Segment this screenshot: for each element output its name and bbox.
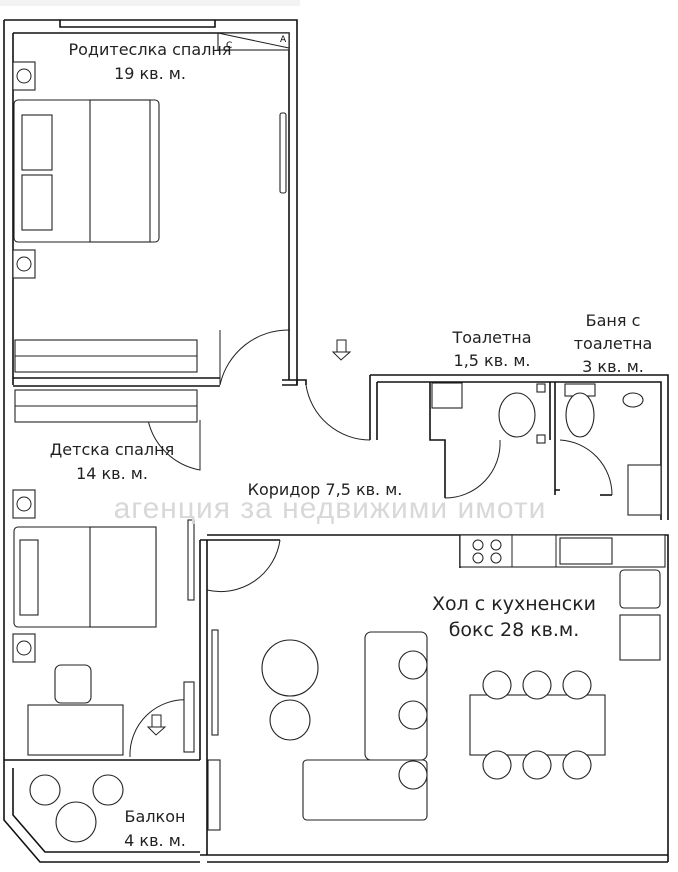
room-labels: Родитеслка спалня 19 кв. м. Детска спалн… — [50, 40, 652, 850]
bed-blanket — [89, 99, 151, 243]
room-master-bedroom-area: 19 кв. м. — [114, 64, 186, 83]
sofa-icon — [364, 631, 428, 761]
entrance-arrow-icon — [331, 339, 352, 361]
doors — [129, 329, 613, 758]
toilet-icon — [498, 392, 536, 438]
round-table-icon — [261, 639, 319, 697]
oven-icon — [619, 569, 661, 609]
pillow-icon — [19, 539, 39, 616]
nightstand-lamp-icon — [12, 61, 36, 91]
sink-icon — [622, 392, 644, 408]
room-toilet-area: 1,5 кв. м. — [454, 351, 531, 370]
tv-icon — [279, 112, 287, 194]
cabinet-icon — [207, 759, 221, 831]
chair-icon — [92, 774, 124, 806]
ac-label-a: A — [280, 35, 287, 45]
sink-icon — [431, 382, 463, 409]
desk-icon — [27, 704, 124, 756]
pillow-icon — [21, 114, 53, 171]
balcony-arrow-icon — [146, 714, 167, 736]
room-kids-bedroom-name: Детска спалня — [50, 440, 174, 459]
room-kids-bedroom-area: 14 кв. м. — [76, 464, 148, 483]
pillow-icon — [21, 174, 53, 231]
room-balcony-name: Балкон — [125, 807, 186, 826]
watermark: агенция за недвижими имоти — [114, 492, 547, 525]
furniture — [12, 61, 666, 843]
room-corridor-name: Коридор 7,5 кв. м. — [248, 480, 403, 499]
nightstand-lamp-icon — [12, 489, 36, 519]
toilet-icon — [565, 392, 595, 438]
chair-icon — [29, 774, 61, 806]
cabinet-icon — [183, 681, 195, 753]
dining-chairs — [482, 670, 592, 780]
dining-table-icon — [469, 694, 606, 756]
round-table-icon — [55, 801, 97, 843]
room-living-name: Хол с кухненски — [432, 593, 596, 615]
walls — [3, 19, 669, 863]
sofa-chaise-icon — [302, 759, 428, 821]
nightstand-lamp-icon — [12, 249, 36, 279]
tv-icon — [211, 629, 219, 736]
ac-label-c: C — [226, 41, 232, 51]
room-balcony-area: 4 кв. м. — [124, 831, 186, 850]
room-master-bedroom-name: Родитеслка спалня — [68, 40, 231, 59]
chair-icon — [54, 664, 92, 704]
room-living-area: бокс 28 кв.м. — [449, 619, 580, 641]
ac-unit: C A — [217, 32, 290, 51]
stove-icon — [472, 539, 502, 564]
tv-icon — [187, 519, 195, 601]
nightstand-lamp-icon — [12, 633, 36, 663]
kitchen-sink-icon — [559, 537, 613, 565]
room-bathroom-area: 3 кв. м. — [582, 357, 644, 376]
fridge-icon — [619, 614, 661, 661]
room-bathroom-name: Баня с — [586, 311, 641, 330]
bed-blanket — [89, 526, 157, 628]
room-toilet-name: Тоалетна — [451, 328, 531, 347]
room-bathroom-name2: тоалетна — [574, 334, 653, 353]
ottoman-icon — [269, 699, 311, 741]
wardrobes — [14, 339, 198, 423]
top-strip — [0, 0, 300, 6]
shower-icon — [627, 464, 662, 516]
